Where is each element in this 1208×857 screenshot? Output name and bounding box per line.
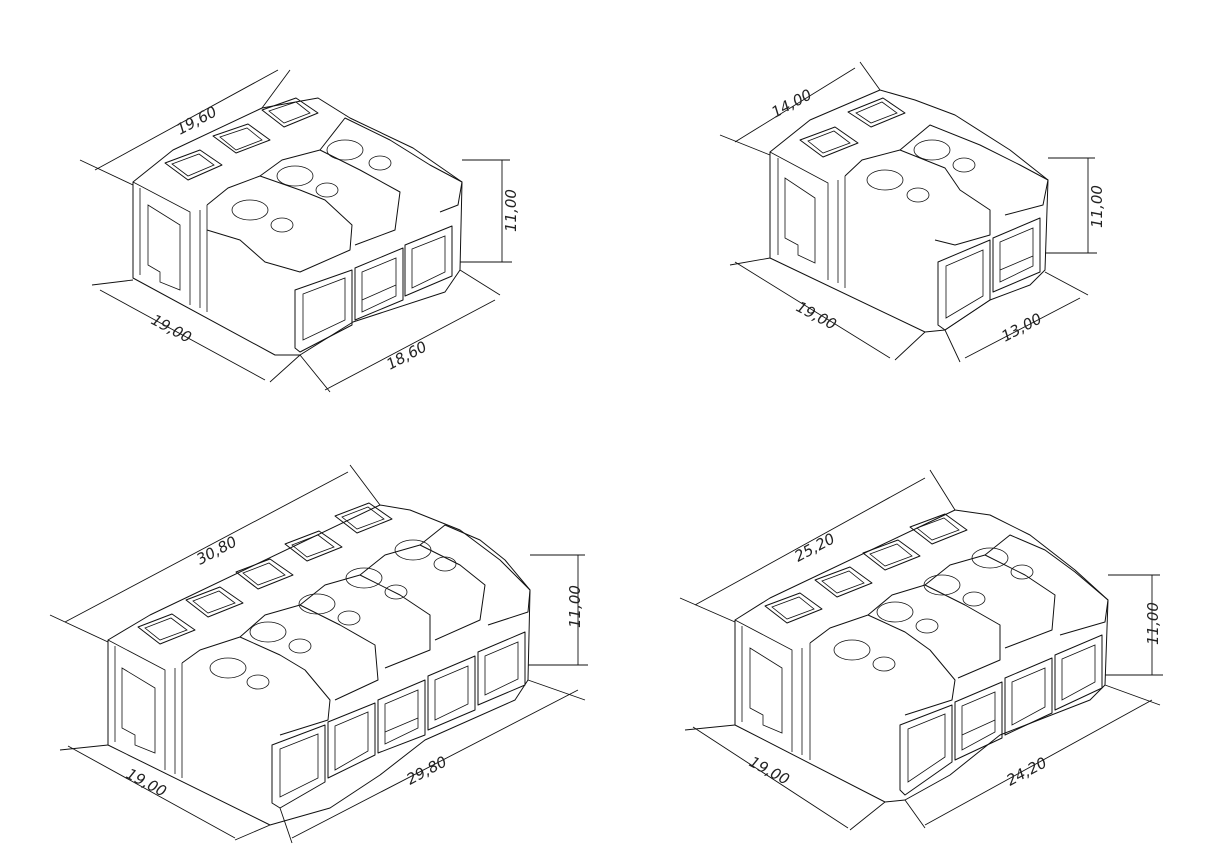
dim-label-height: 11,00 bbox=[1144, 602, 1162, 645]
clamp-levers bbox=[181, 524, 531, 736]
connector-3-pole-drawing: 19,60 19,00 18,60 11,00 bbox=[79, 69, 520, 393]
wire-entry-openings bbox=[294, 225, 453, 353]
connector-side-window bbox=[749, 647, 783, 734]
connector-body-outline bbox=[769, 89, 1049, 333]
clamp-levers bbox=[844, 124, 1049, 246]
dim-label-width-front: 29,80 bbox=[403, 752, 449, 788]
dimension-lines bbox=[679, 469, 1163, 831]
release-slots bbox=[799, 97, 906, 158]
connector-body-outline bbox=[734, 509, 1109, 803]
clamp-levers bbox=[809, 534, 1109, 716]
dim-label-height: 11,00 bbox=[1088, 185, 1106, 228]
dim-label-depth: 19,00 bbox=[123, 765, 169, 801]
connector-left-face bbox=[734, 619, 811, 760]
release-slots bbox=[164, 97, 319, 181]
dimension-lines bbox=[79, 69, 512, 393]
dim-label-width-top: 30,80 bbox=[193, 532, 239, 568]
connector-4-pole-drawing: 25,20 19,00 24,20 11,00 bbox=[679, 469, 1163, 831]
clamp-levers bbox=[206, 117, 463, 273]
connector-side-window bbox=[121, 667, 156, 754]
dim-label-depth: 19,00 bbox=[793, 298, 839, 334]
connector-left-face bbox=[107, 639, 183, 778]
connector-body-outline bbox=[107, 504, 531, 826]
dim-label-width-top: 25,20 bbox=[791, 529, 837, 565]
release-slots bbox=[137, 502, 393, 645]
connector-5-pole-drawing: 30,80 19,00 29,80 11,00 bbox=[49, 464, 588, 844]
connector-side-window bbox=[147, 204, 181, 291]
wire-entry-openings bbox=[937, 217, 1041, 331]
dim-label-depth: 19,00 bbox=[746, 753, 792, 789]
wire-entry-openings bbox=[271, 631, 526, 809]
dimension-lines bbox=[49, 464, 588, 844]
dim-label-width-front: 13,00 bbox=[998, 309, 1044, 345]
dim-label-width-front: 24,20 bbox=[1003, 753, 1049, 789]
dim-label-width-front: 18,60 bbox=[383, 337, 429, 373]
connector-left-face bbox=[132, 181, 208, 312]
dim-label-height: 11,00 bbox=[566, 585, 584, 628]
connector-2-pole-drawing: 14,00 19,00 13,00 11,00 bbox=[719, 61, 1106, 363]
connector-left-face bbox=[769, 151, 846, 288]
dim-label-width-top: 14,00 bbox=[768, 85, 814, 121]
wire-entry-openings bbox=[899, 634, 1103, 796]
dim-label-depth: 19,00 bbox=[148, 311, 194, 347]
connector-side-window bbox=[784, 177, 816, 264]
dim-label-width-top: 19,60 bbox=[173, 102, 219, 138]
dimension-lines bbox=[719, 61, 1097, 363]
release-slots bbox=[764, 513, 968, 624]
dim-label-height: 11,00 bbox=[502, 189, 520, 232]
